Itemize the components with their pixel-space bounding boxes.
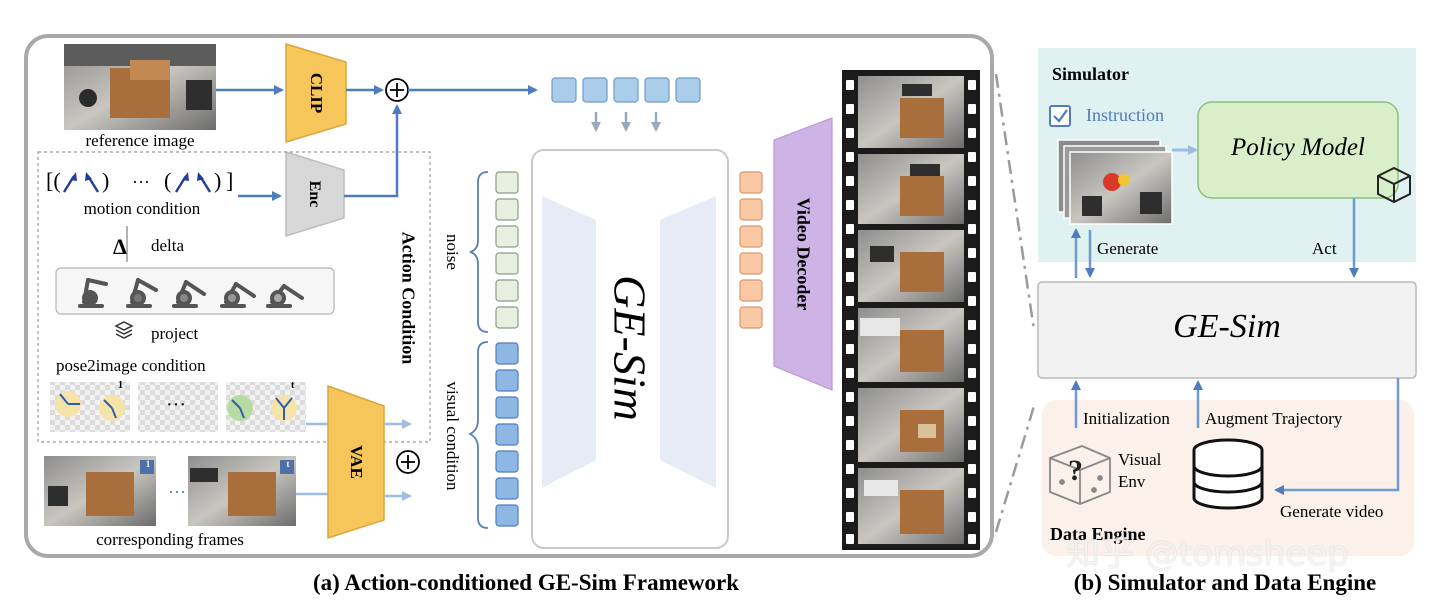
gesim-box-b [1037,281,1417,379]
token-down-arrows [591,112,661,132]
motion-formula-open2: ( [164,168,172,193]
visual-condition-tokens [495,342,519,527]
connector-top [994,73,1036,331]
pose-ellipsis: ··· [166,394,186,416]
visual-condition-label: visual condition [443,381,462,491]
pose2image-tiles [50,382,306,432]
visual-env-line2: Env [1118,472,1146,491]
film-strip [842,70,980,550]
act-label: Act [1312,239,1337,258]
policy-model-box [1197,101,1399,199]
layers-icon [114,321,134,339]
dice-icon [1049,445,1111,505]
noise-brace [469,171,489,333]
clip-encoder [285,42,347,144]
pose-row-box [55,267,335,315]
watermark: 知乎 @tomsheep [1066,534,1349,574]
gesim-left-wing [542,196,596,488]
plus-circle-bottom [396,450,420,474]
delta-symbol: Δ [113,234,127,259]
plus-circle-top [385,78,409,102]
policy-label: Policy Model [1231,134,1365,161]
arrow-generate-video [1274,378,1400,495]
gesim-label-a: GE-Sim [604,275,656,421]
augment-label: Augment Trajectory [1205,409,1343,428]
delta-label: delta [151,236,185,255]
visual-brace [467,341,489,529]
clip-label: CLIP [307,72,326,114]
cube-icon [1377,166,1411,204]
dice-question: ? [1068,454,1083,487]
reference-image [64,44,216,130]
vae-encoder [327,384,385,540]
gesim-right-wing [660,196,716,488]
corresponding-label: corresponding frames [96,530,244,549]
motion-formula-left: [( [46,168,61,193]
project-label: project [151,324,199,343]
generate-label: Generate [1097,239,1159,258]
text-tokens [551,77,701,103]
panel-b-caption: (b) Simulator and Data Engine [1073,570,1377,595]
enc-encoder [285,150,345,238]
output-tokens [739,171,763,329]
panel-a-caption: (a) Action-conditioned GE-Sim Framework [312,570,740,595]
gesim-label-b: GE-Sim [1173,308,1281,345]
initialization-label: Initialization [1083,409,1170,428]
frame-index-t: t [286,459,290,469]
simulator-images [1057,139,1173,225]
generate-video-label: Generate video [1280,502,1384,521]
pose2image-label: pose2image condition [56,356,206,375]
instruction-label: Instruction [1086,105,1164,125]
motion-formula-close2: ) [214,168,222,193]
pose-index-t: t [291,380,295,391]
film-frames [858,76,964,544]
visual-env-line1: Visual [1118,450,1162,469]
simulator-label: Simulator [1052,64,1130,84]
noise-label: noise [443,234,462,270]
motion-formula-close1: ) [102,168,110,193]
vae-label: VAE [347,445,366,479]
database-icon [1192,438,1264,510]
enc-label: Enc [306,180,323,208]
video-decoder [773,117,833,391]
reference-label: reference image [85,131,195,150]
data-engine-label: Data Engine [1050,524,1146,544]
motion-formula-right: ] [226,168,234,193]
frame-index-1: 1 [145,459,151,469]
action-condition-label: Action Condition [398,231,419,365]
arrow-enc-plus [344,104,402,198]
motion-formula-mid: ··· [132,172,150,192]
noise-tokens [495,171,519,329]
motion-arrows [62,172,212,193]
motion-label: motion condition [83,199,201,218]
frames-ellipsis: ··· [168,482,186,502]
checkbox-icon [1049,105,1071,127]
pose-index-1: 1 [118,380,123,391]
action-condition-box [37,151,431,443]
robot-arm-icon [78,278,304,308]
decoder-label: Video Decoder [793,197,814,311]
corresponding-frames [44,456,296,526]
connector-bottom [994,405,1036,533]
